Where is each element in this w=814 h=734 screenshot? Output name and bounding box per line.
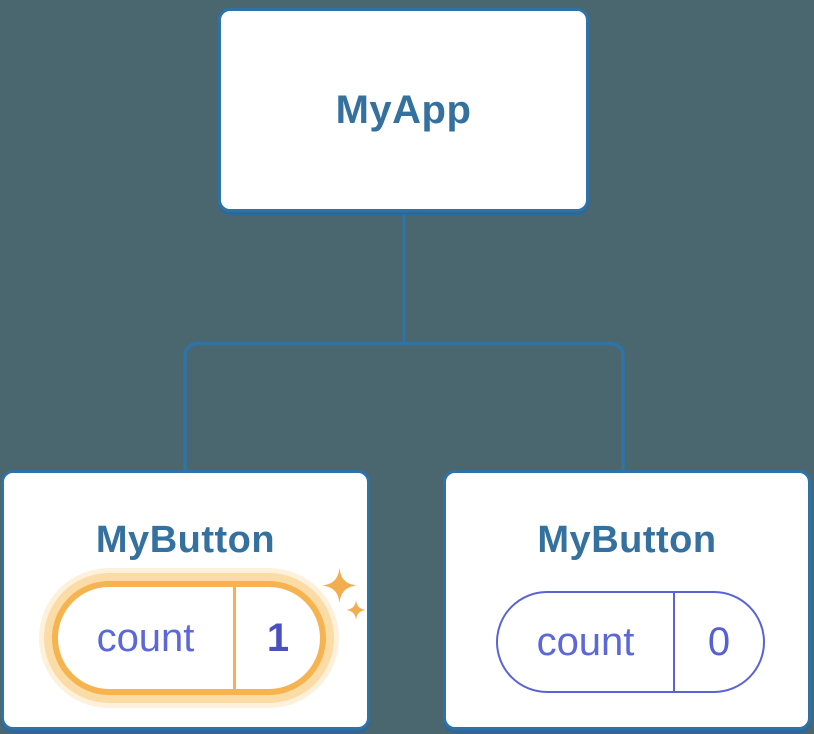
- state-pill: count 0: [496, 591, 765, 693]
- state-pill-highlighted: count 1: [52, 581, 326, 695]
- connector-branch-line: [183, 341, 625, 470]
- state-key-label: count: [536, 619, 635, 664]
- state-divider: [673, 593, 675, 691]
- component-node-mybutton-highlighted: MyButton count 1: [1, 470, 370, 730]
- sparkle-small-icon: [346, 600, 366, 620]
- component-label: MyButton: [537, 519, 717, 561]
- state-key-label: count: [96, 615, 195, 660]
- sparkle-large-icon: [322, 568, 357, 603]
- component-node-mybutton-normal: MyButton count 0: [443, 470, 811, 730]
- component-node-myapp: MyApp: [218, 8, 589, 212]
- component-label: MyButton: [95, 519, 276, 561]
- state-value: 1: [266, 615, 290, 660]
- state-value: 0: [707, 619, 731, 664]
- state-divider: [233, 587, 236, 689]
- component-label: MyApp: [335, 87, 472, 132]
